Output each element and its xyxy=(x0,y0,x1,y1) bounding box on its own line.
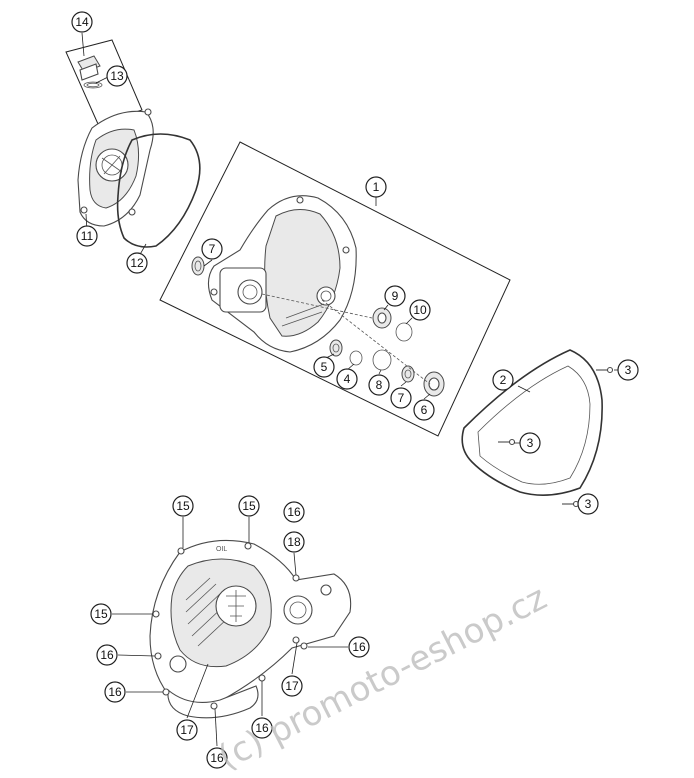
svg-text:3: 3 xyxy=(625,363,632,377)
screw-part-3 xyxy=(562,500,580,508)
svg-text:9: 9 xyxy=(392,289,399,303)
svg-text:7: 7 xyxy=(398,391,405,405)
svg-text:17: 17 xyxy=(285,679,299,693)
callout-13: 13 xyxy=(106,65,128,87)
callout-8: 8 xyxy=(368,374,390,396)
callout-10: 10 xyxy=(409,299,431,321)
callout-15-side: 15 xyxy=(90,603,112,625)
outer-clutch-cover-assembly xyxy=(65,39,201,248)
lock-ring-part xyxy=(349,350,363,366)
outer-cover-part xyxy=(77,108,154,227)
clutch-cover-part xyxy=(207,195,357,353)
part-14-frame xyxy=(65,39,143,125)
seal-ring-part xyxy=(329,339,343,357)
svg-text:16: 16 xyxy=(100,648,114,662)
shaft-seal-part xyxy=(191,256,205,276)
lower-clutch-cover-assembly: OIL xyxy=(149,539,352,719)
callout-9: 9 xyxy=(384,285,406,307)
callout-4: 4 xyxy=(336,368,358,390)
svg-text:3: 3 xyxy=(585,497,592,511)
screw-part-2 xyxy=(498,438,516,446)
callout-6: 6 xyxy=(413,399,435,421)
retaining-ring-part xyxy=(372,349,392,371)
svg-text:16: 16 xyxy=(287,505,301,519)
svg-text:15: 15 xyxy=(242,499,256,513)
svg-text:15: 15 xyxy=(176,499,190,513)
callout-1: 1 xyxy=(365,176,387,198)
callout-15-center: 15 xyxy=(238,495,260,517)
callout-7: 7 xyxy=(201,238,223,260)
svg-text:7: 7 xyxy=(209,242,216,256)
callout-12: 12 xyxy=(126,252,148,274)
callout-17-right: 17 xyxy=(281,675,303,697)
svg-text:4: 4 xyxy=(344,372,351,386)
callout-16-left-lower: 16 xyxy=(104,681,126,703)
callout-14: 14 xyxy=(71,11,93,33)
svg-text:16: 16 xyxy=(352,640,366,654)
clutch-cover-assembly xyxy=(159,141,511,437)
clutch-cover-gasket-part xyxy=(461,349,603,496)
svg-text:1: 1 xyxy=(373,180,380,194)
callout-16-left-upper: 16 xyxy=(96,644,118,666)
svg-text:5: 5 xyxy=(321,360,328,374)
circlip-part xyxy=(395,322,413,342)
svg-text:16: 16 xyxy=(210,751,224,765)
svg-text:12: 12 xyxy=(130,256,144,270)
screw-plug-part xyxy=(77,55,101,81)
cooling-fins xyxy=(185,577,229,647)
clutch-cover-gasket-assembly xyxy=(461,349,614,508)
callout-18: 18 xyxy=(283,531,305,553)
svg-text:18: 18 xyxy=(287,535,301,549)
callout-16-bottom-right: 16 xyxy=(251,717,273,739)
svg-text:3: 3 xyxy=(527,436,534,450)
svg-text:16: 16 xyxy=(108,685,122,699)
callout-16-right: 16 xyxy=(348,636,370,658)
svg-text:11: 11 xyxy=(81,229,94,243)
callout-16-bottom: 16 xyxy=(206,747,228,769)
callout-11: 11 xyxy=(76,225,98,247)
callout-7b: 7 xyxy=(390,387,412,409)
callout-17-bottom: 17 xyxy=(176,719,198,741)
svg-text:17: 17 xyxy=(180,723,194,737)
svg-text:13: 13 xyxy=(110,69,124,83)
callout-2: 2 xyxy=(492,369,514,391)
o-ring-part xyxy=(83,81,103,89)
shaft-seal-part-2 xyxy=(401,365,415,383)
screw-part xyxy=(596,366,614,374)
svg-text:16: 16 xyxy=(255,721,269,735)
svg-text:2: 2 xyxy=(500,373,507,387)
svg-text:8: 8 xyxy=(376,378,383,392)
callout-3-middle: 3 xyxy=(519,432,541,454)
callout-16-top: 16 xyxy=(283,501,305,523)
callout-3-bottom: 3 xyxy=(577,493,599,515)
callout-5: 5 xyxy=(313,356,335,378)
svg-text:10: 10 xyxy=(413,303,427,317)
part-1-frame xyxy=(159,141,511,437)
oil-marking: OIL xyxy=(216,546,227,553)
svg-text:6: 6 xyxy=(421,403,428,417)
callout-3-top: 3 xyxy=(617,359,639,381)
outer-cover-gasket-part xyxy=(116,133,201,248)
callout-15-left: 15 xyxy=(172,495,194,517)
svg-text:14: 14 xyxy=(75,15,89,29)
svg-text:15: 15 xyxy=(94,607,108,621)
